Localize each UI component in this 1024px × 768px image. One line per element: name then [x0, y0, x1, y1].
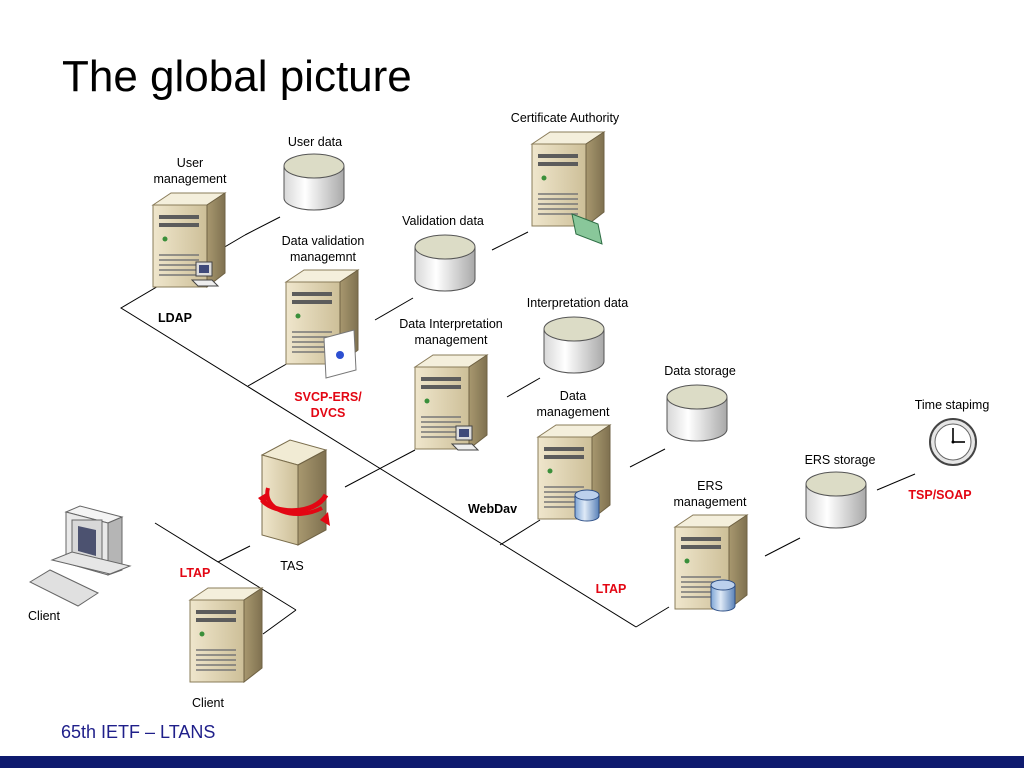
clock-icon [929, 418, 977, 466]
ltap-protocol-label-left: LTAP [179, 566, 211, 580]
client-desktop-label: Client [28, 609, 60, 623]
data-interpretation-server [414, 354, 488, 450]
footer-text: 65th IETF – LTANS [61, 722, 216, 742]
data-storage-label: Data storage [664, 364, 736, 378]
certificate-authority-server [531, 131, 605, 227]
ers-storage-database-icon [805, 471, 867, 529]
data-management-storage-icon [574, 489, 600, 522]
ers-management-label: ERS management [673, 479, 747, 509]
time-stamping-label: Time stapimg [914, 398, 990, 412]
data-management-label: Data management [536, 389, 610, 419]
user-management-server [152, 192, 226, 288]
tas-label: TAS [280, 559, 304, 573]
user-data-database-icon [283, 153, 345, 211]
ers-storage-label: ERS storage [804, 453, 876, 467]
client-server [189, 587, 263, 683]
ltap-protocol-label-right: LTAP [595, 582, 627, 596]
ers-management-storage-icon [710, 579, 736, 612]
client-server-label: Client [192, 696, 224, 710]
webdav-protocol-label: WebDav [467, 502, 518, 516]
ldap-protocol-label: LDAP [157, 311, 193, 325]
footer-bar [0, 756, 1024, 768]
user-data-label: User data [287, 135, 343, 149]
certificate-authority-label: Certificate Authority [510, 111, 620, 125]
validation-data-label: Validation data [402, 214, 484, 228]
data-validation-management-label: Data validation managemnt [281, 234, 365, 264]
svcp-dvcs-protocol-label: SVCP-ERS/ DVCS [294, 390, 362, 420]
client-computer-icon [28, 505, 132, 607]
tas-tower-icon [258, 439, 330, 546]
certificate-icon [571, 213, 603, 245]
user-management-label: User management [153, 156, 227, 186]
connection-lines [120, 216, 916, 635]
validation-data-database-icon [414, 234, 476, 292]
data-interpretation-management-label: Data Interpretation management [399, 317, 503, 347]
interpretation-data-label: Interpretation data [526, 296, 629, 310]
certificate-document-icon [323, 329, 357, 379]
data-storage-database-icon [666, 384, 728, 442]
interpretation-data-database-icon [543, 316, 605, 374]
tsp-soap-protocol-label: TSP/SOAP [908, 488, 972, 502]
page-title: The global picture [62, 52, 412, 101]
